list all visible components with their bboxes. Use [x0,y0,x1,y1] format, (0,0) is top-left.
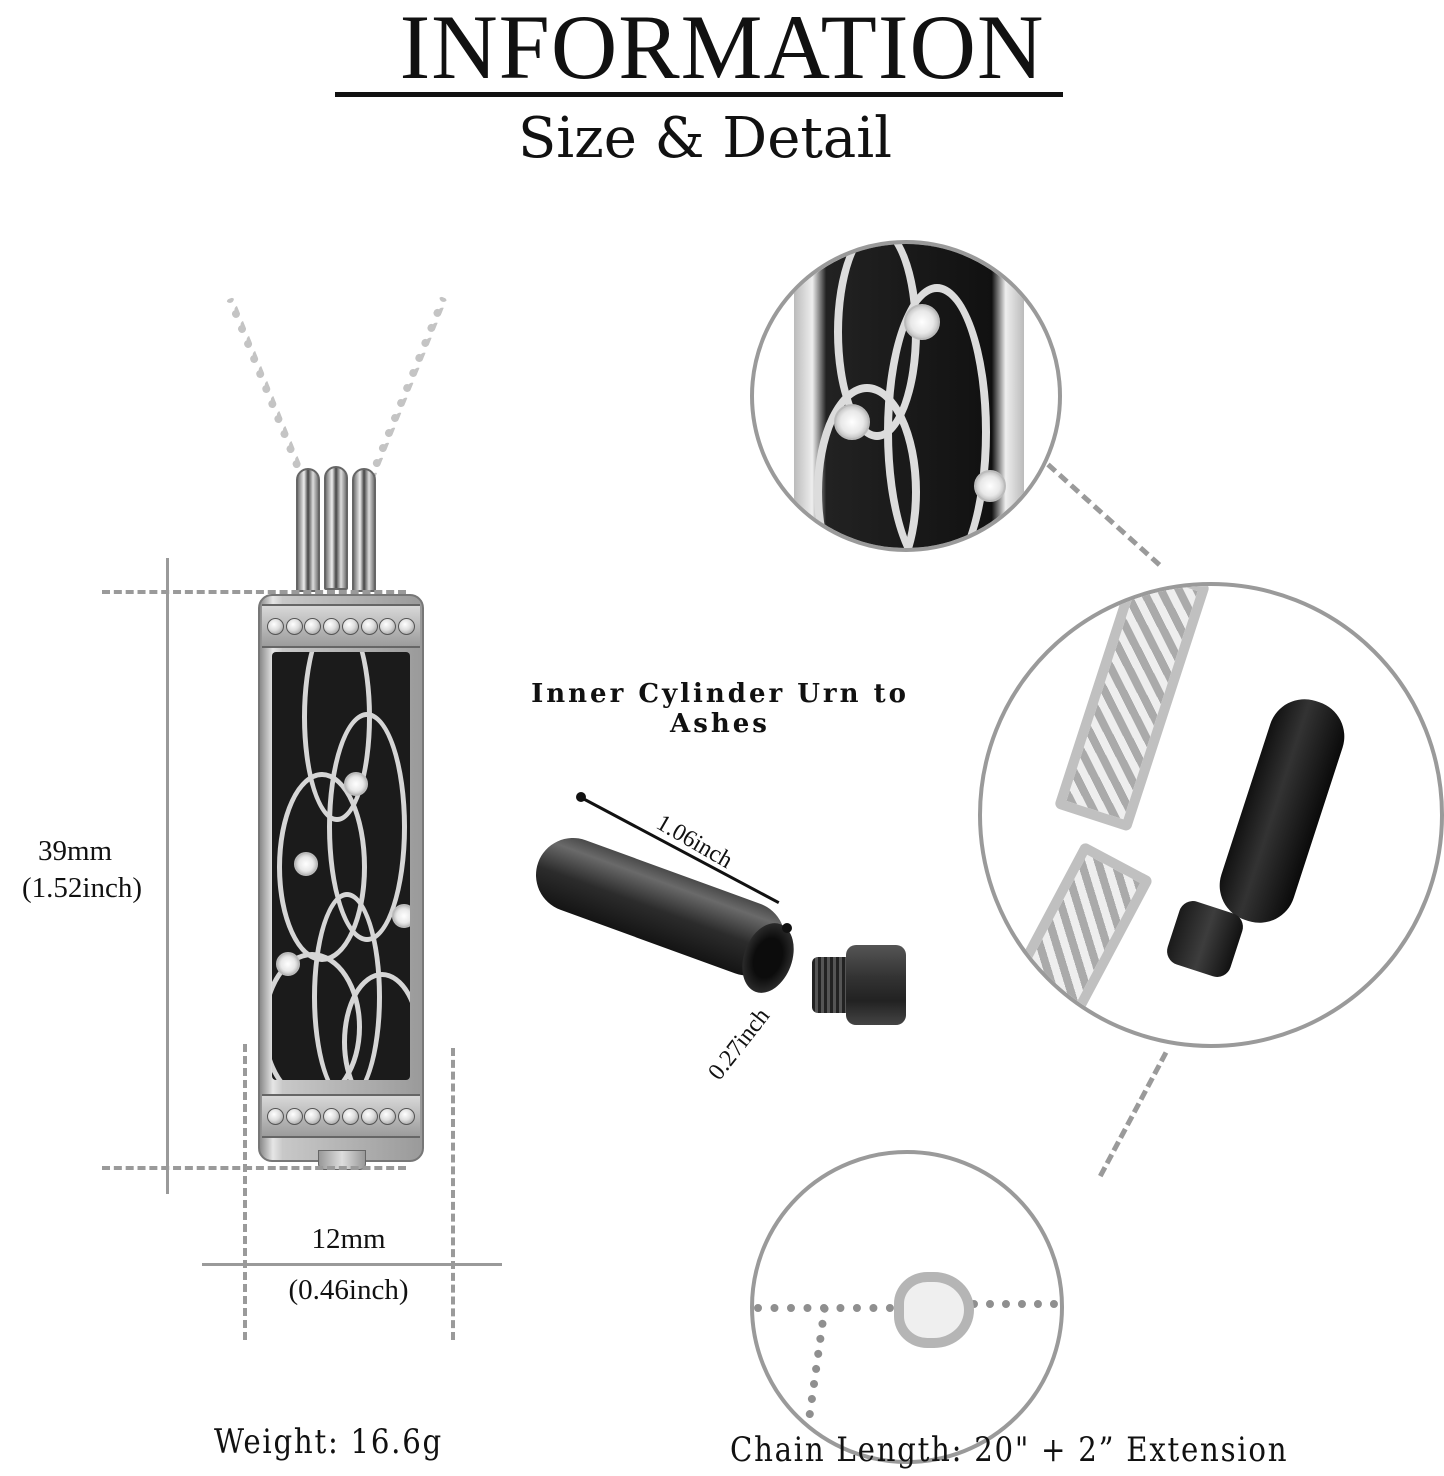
page-title: INFORMATION [399,0,1045,98]
width-guide-left [243,1044,247,1340]
cap-head [846,945,906,1025]
inner-cylinder-caption: Inner Cylinder Urn to Ashes [531,679,909,739]
bail-left [296,468,320,592]
crystal-icon [344,772,368,796]
width-guide-right [451,1048,455,1340]
diameter-label: 0.27inch [703,1003,776,1086]
weight-spec: Weight: 16.6g [214,1422,443,1462]
chain-length-spec: Chain Length: 20" + 2” Extension [730,1430,1289,1470]
detail-circle-opened-locket [978,582,1444,1048]
crystal-icon [974,470,1006,502]
pendant-top-band [262,604,420,648]
width-mm-label: 12mm [311,1223,386,1255]
bail-right [352,468,376,592]
lobster-clasp-icon [894,1272,974,1348]
bail-center [324,466,348,590]
connector-dashed-2 [1098,1051,1169,1178]
crystal-icon [276,952,300,976]
pendant-bottom-band [262,1094,420,1138]
height-dimension-line [166,558,169,1194]
inner-cylinder-tube [525,827,806,1001]
height-inch-label: (1.52inch) [22,872,142,904]
detail-circle-lobster-clasp [750,1150,1064,1464]
width-inch-label: (0.46inch) [288,1274,409,1306]
width-dimension-line [202,1263,502,1266]
detail-circle-tree-closeup [750,240,1062,552]
cap-thread [812,957,852,1013]
height-guide-top [102,590,406,594]
height-guide-bottom [102,1166,406,1170]
necklace-chain-right [365,296,448,485]
tree-of-life-filigree [272,652,410,1080]
necklace-chain-left [226,297,309,486]
pendant-illustration [0,0,520,1200]
title-underline [335,92,1063,97]
crystal-icon [834,404,870,440]
inner-cylinder-cap [812,945,906,1025]
crystal-icon [904,304,940,340]
length-marker-end [782,923,792,933]
height-mm-label: 39mm [37,835,113,867]
page-subtitle: Size & Detail [517,106,893,171]
crystal-icon [294,852,318,876]
crystal-icon [392,904,410,928]
black-inner-cylinder [1210,689,1354,933]
connector-dashed-1 [1046,462,1162,567]
